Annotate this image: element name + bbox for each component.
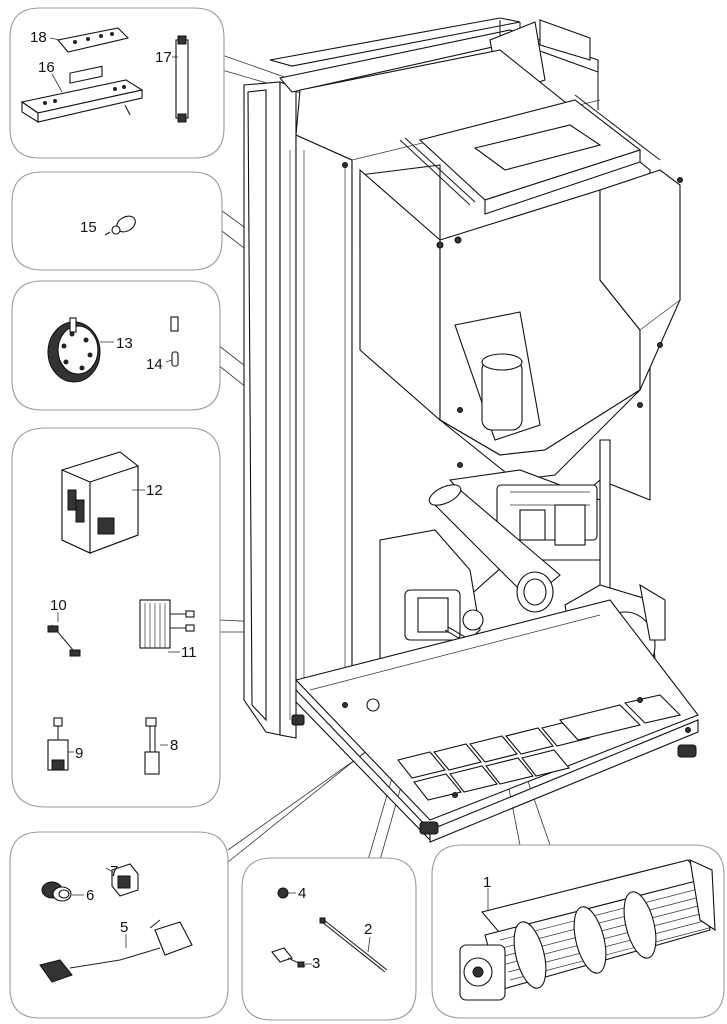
callout-2: 2 <box>364 921 372 938</box>
bubble-pressure-switch: 13 14 <box>11 280 221 411</box>
callout-8: 8 <box>170 737 178 754</box>
rivets <box>342 162 691 798</box>
igniter-bracket-part <box>271 947 306 968</box>
callout-16: 16 <box>38 59 55 76</box>
bubble-fan: 1 <box>431 844 725 1019</box>
callout-14: 14 <box>146 356 163 373</box>
bubble-power: 7 6 5 <box>9 831 229 1019</box>
callout-11: 11 <box>181 644 197 661</box>
grommet-part <box>41 881 72 902</box>
callout-1: 1 <box>483 874 491 891</box>
callout-12: 12 <box>146 482 163 499</box>
callout-4: 4 <box>298 885 306 902</box>
bubble-ignition: 4 2 3 <box>241 857 417 1021</box>
tangential-fan-part <box>459 859 716 1001</box>
callout-7: 7 <box>110 863 118 880</box>
switch-part <box>47 717 69 771</box>
stove-base <box>291 599 699 843</box>
stove-frame <box>243 17 681 739</box>
callout-10: 10 <box>50 597 67 614</box>
bracket-part <box>175 39 189 119</box>
callout-15: 15 <box>80 219 97 236</box>
pin-part <box>170 316 179 332</box>
callout-13: 13 <box>116 335 133 352</box>
callout-5: 5 <box>120 919 128 936</box>
callout-6: 6 <box>86 887 94 904</box>
callout-17: 17 <box>155 49 172 66</box>
igniter-part <box>319 917 388 973</box>
bubble-electronics: 12 10 11 <box>11 427 221 808</box>
nut-part <box>277 887 289 899</box>
terminal-part <box>47 624 81 657</box>
callout-18: 18 <box>30 29 47 46</box>
wiring-harness-part <box>139 599 195 649</box>
connector-part <box>144 717 160 775</box>
callout-3: 3 <box>312 955 320 972</box>
power-cord-part <box>39 919 193 983</box>
bubble-sensor: 15 <box>11 171 223 271</box>
callout-9: 9 <box>75 745 83 762</box>
bubble-control-panel: 18 16 17 <box>9 7 225 159</box>
